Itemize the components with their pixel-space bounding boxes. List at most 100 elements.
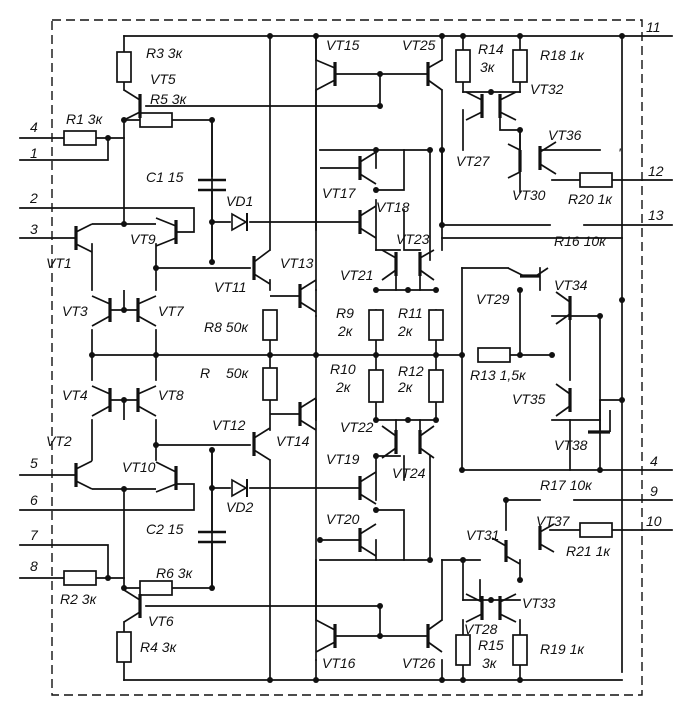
r6-label: R6 3к xyxy=(156,565,194,581)
pin-6-label: 6 xyxy=(30,492,38,508)
r19-label: R19 1к xyxy=(540,641,585,657)
transistor-vt24 xyxy=(418,425,435,459)
transistor-vt34 xyxy=(555,291,572,325)
vd2-label: VD2 xyxy=(226,499,253,515)
vt9-label: VT9 xyxy=(130,231,156,247)
vt13-label: VT13 xyxy=(280,255,314,271)
transistor-vt11 xyxy=(252,249,271,285)
resistor-r4 xyxy=(116,631,132,663)
pin-8-label: 8 xyxy=(30,558,38,574)
r1-label: R1 3к xyxy=(66,111,104,127)
transistor-vt19 xyxy=(358,471,377,505)
vt38-label: VT38 xyxy=(554,437,588,453)
r12-name: R12 xyxy=(398,363,424,379)
transistor-vt27 xyxy=(465,91,484,121)
vt18-label: VT18 xyxy=(376,199,410,215)
vt24-label: VT24 xyxy=(392,465,426,481)
transistor-vt37 xyxy=(538,523,555,553)
transistor-vt16 xyxy=(315,619,337,653)
transistor-vt14 xyxy=(270,397,317,431)
transistor-vt29 xyxy=(507,267,549,278)
pin-7-label: 7 xyxy=(30,527,39,543)
r-value: 50к xyxy=(226,365,250,381)
transistor-vt8 xyxy=(110,385,157,420)
vt27-label: VT27 xyxy=(456,153,491,169)
transistor-vt38 xyxy=(588,400,611,434)
r16-label: R16 10к xyxy=(554,233,607,249)
vt26-label: VT26 xyxy=(402,655,436,671)
transistor-vt5 xyxy=(123,89,142,121)
vd1-label: VD1 xyxy=(226,193,253,209)
vt12-label: VT12 xyxy=(212,417,246,433)
transistor-vt26 xyxy=(426,619,443,653)
resistor-r8 xyxy=(262,309,278,341)
r14-value: 3к xyxy=(480,59,496,75)
resistor-r15 xyxy=(455,634,471,666)
r8-label: R8 50к xyxy=(204,319,249,335)
c2-label: C2 15 xyxy=(146,521,184,537)
r9-value: 2к xyxy=(337,323,354,339)
resistor-r6 xyxy=(139,580,173,596)
resistor-r19 xyxy=(512,634,528,666)
vt8-label: VT8 xyxy=(158,387,184,403)
transistor-vt23 xyxy=(418,249,435,281)
diode-vd2 xyxy=(231,478,248,498)
resistor-r21 xyxy=(579,522,613,538)
pin-5-label: 5 xyxy=(30,455,38,471)
transistor-vt22 xyxy=(381,425,398,459)
resistor-r xyxy=(262,367,278,401)
tick-mark: ' xyxy=(618,145,622,161)
resistor-r14 xyxy=(455,49,471,83)
vt14-label: VT14 xyxy=(276,433,310,449)
transistors xyxy=(74,59,611,653)
resistor-r1 xyxy=(63,130,97,146)
package-boundary xyxy=(51,19,643,696)
r13-label: R13 1,5к xyxy=(470,367,527,383)
r4-label: R4 3к xyxy=(140,639,178,655)
vt11-label: VT11 xyxy=(214,279,246,295)
resistor-r18 xyxy=(512,49,528,83)
vt29-label: VT29 xyxy=(476,291,510,307)
transistor-vt2 xyxy=(74,460,93,490)
vt22-label: VT22 xyxy=(340,419,374,435)
vt35-label: VT35 xyxy=(512,391,546,407)
resistor-r2 xyxy=(63,570,97,586)
vt15-label: VT15 xyxy=(326,37,360,53)
resistor-r13 xyxy=(477,347,511,363)
vt16-label: VT16 xyxy=(322,655,356,671)
pin-1-label: 1 xyxy=(30,145,38,161)
transistor-vt7 xyxy=(110,290,157,327)
transistor-vt1 xyxy=(74,223,93,253)
pin-9-label: 9 xyxy=(650,483,658,499)
junction-dots xyxy=(89,33,625,683)
pin-4-label: 4 xyxy=(30,119,38,135)
transistor-labels: VT1 VT2 VT3 VT4 VT5 VT6 VT7 VT8 VT9 VT10… xyxy=(46,37,588,671)
pin-labels: 1 2 3 4 5 6 7 8 11 12 13 4 9 10 xyxy=(29,19,664,574)
r15-value: 3к xyxy=(482,655,498,671)
pin-13-label: 13 xyxy=(648,207,664,223)
transistor-vt28 xyxy=(465,593,484,623)
c1-label: C1 15 xyxy=(146,169,184,185)
vt1-label: VT1 xyxy=(46,255,72,271)
vt17-label: VT17 xyxy=(322,185,357,201)
r18-label: R18 1к xyxy=(540,47,585,63)
vt19-label: VT19 xyxy=(326,451,360,467)
resistor-r20 xyxy=(579,172,613,188)
pin-3-label: 3 xyxy=(30,221,38,237)
vt3-label: VT3 xyxy=(62,303,88,319)
transistor-vt18 xyxy=(320,151,377,185)
transistor-vt35 xyxy=(555,383,572,417)
r2-label: R2 3к xyxy=(60,591,98,607)
vt21-label: VT21 xyxy=(340,267,373,283)
transistor-vt32 xyxy=(498,91,517,121)
resistor-r5 xyxy=(139,112,173,128)
vt32-label: VT32 xyxy=(530,81,564,97)
vt36-label: VT36 xyxy=(548,127,582,143)
r12-value: 2к xyxy=(397,379,414,395)
vt25-label: VT25 xyxy=(402,37,436,53)
vt28-label: VT28 xyxy=(464,621,498,637)
r20-label: R20 1к xyxy=(568,191,613,207)
pin-10-label: 10 xyxy=(646,513,662,529)
vt37-label: VT37 xyxy=(536,513,571,529)
transistor-vt21 xyxy=(381,249,398,281)
